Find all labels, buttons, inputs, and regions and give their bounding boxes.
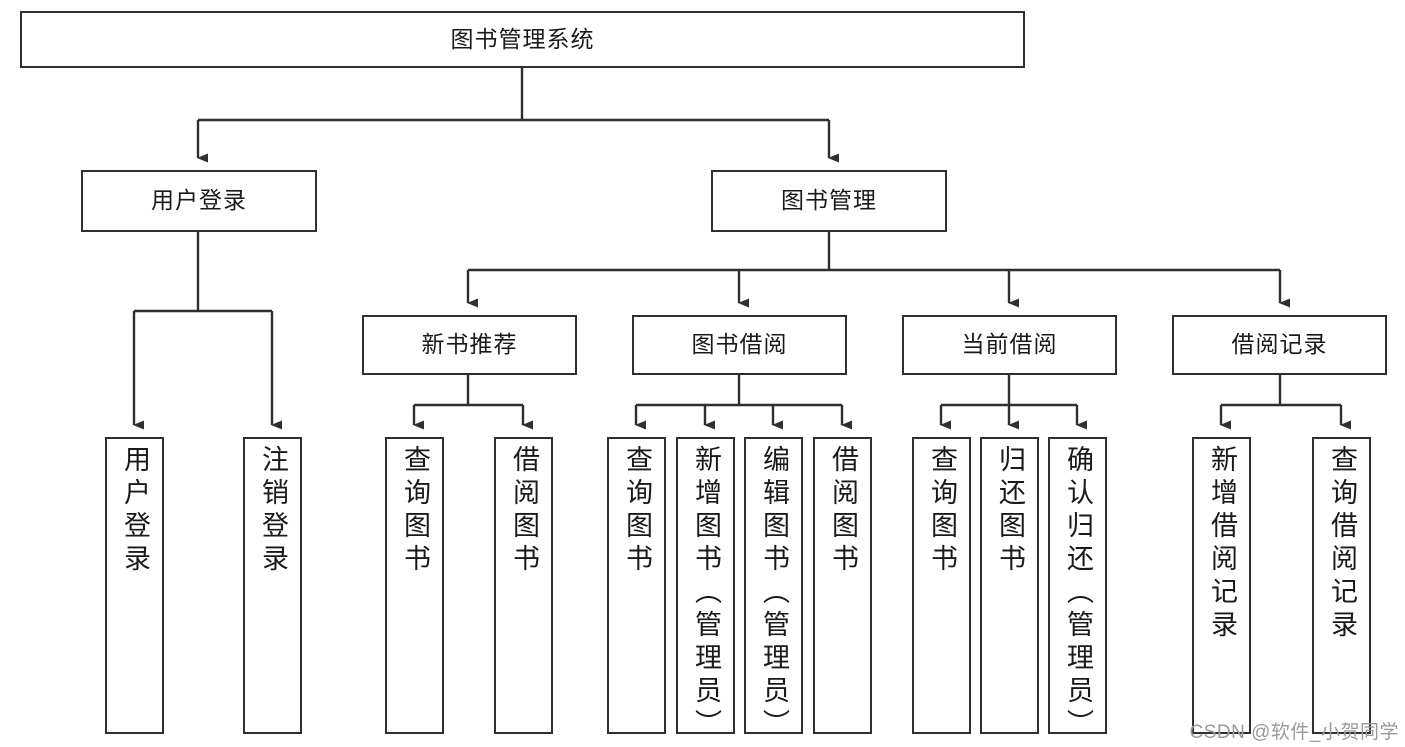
node-book-borrow[interactable]: 图书借阅 — [632, 315, 847, 375]
node-label: 查询图书 — [400, 445, 430, 577]
node-label: 图书管理 — [781, 187, 877, 214]
node-label: 借阅图书 — [828, 445, 858, 577]
node-label: 查询图书 — [622, 445, 652, 577]
node-label: 用户登录 — [120, 445, 150, 577]
node-label: 编辑图书（管理员） — [759, 445, 789, 742]
node-label: 借阅图书 — [509, 445, 539, 577]
node-root-book-management-system[interactable]: 图书管理系统 — [20, 11, 1025, 68]
leaf-current-borrow-confirm-return-admin[interactable]: 确认归还（管理员） — [1048, 437, 1107, 742]
node-label: 查询借阅记录 — [1327, 445, 1357, 643]
node-label: 新增图书（管理员） — [691, 445, 721, 742]
node-label: 注销登录 — [258, 445, 288, 577]
leaf-book-borrow-add-book-admin[interactable]: 新增图书（管理员） — [676, 437, 735, 742]
leaf-new-book-query-book[interactable]: 查询图书 — [385, 437, 444, 734]
node-book-management[interactable]: 图书管理 — [711, 170, 947, 232]
node-label: 确认归还（管理员） — [1063, 445, 1093, 742]
node-label: 新增借阅记录 — [1207, 445, 1237, 643]
node-borrow-record[interactable]: 借阅记录 — [1172, 315, 1387, 375]
leaf-user-login-login[interactable]: 用户登录 — [105, 437, 164, 734]
node-new-book-recommend[interactable]: 新书推荐 — [362, 315, 577, 375]
node-label: 新书推荐 — [421, 331, 518, 358]
node-label: 借阅记录 — [1231, 331, 1328, 358]
leaf-current-borrow-return-book[interactable]: 归还图书 — [980, 437, 1039, 734]
leaf-book-borrow-query-book[interactable]: 查询图书 — [607, 437, 666, 734]
node-label: 归还图书 — [995, 445, 1025, 577]
node-label: 图书管理系统 — [450, 25, 595, 52]
leaf-new-book-borrow-book[interactable]: 借阅图书 — [494, 437, 553, 734]
node-current-borrow[interactable]: 当前借阅 — [902, 315, 1117, 375]
node-user-login[interactable]: 用户登录 — [81, 170, 317, 232]
leaf-borrow-record-add-record[interactable]: 新增借阅记录 — [1192, 437, 1251, 734]
leaf-book-borrow-edit-book-admin[interactable]: 编辑图书（管理员） — [744, 437, 803, 742]
leaf-current-borrow-query-book[interactable]: 查询图书 — [912, 437, 971, 734]
leaf-user-login-logout[interactable]: 注销登录 — [243, 437, 302, 734]
node-label: 当前借阅 — [961, 331, 1058, 358]
node-label: 用户登录 — [151, 187, 247, 214]
leaf-book-borrow-borrow-book[interactable]: 借阅图书 — [813, 437, 872, 734]
leaf-borrow-record-query-record[interactable]: 查询借阅记录 — [1312, 437, 1371, 734]
node-label: 查询图书 — [927, 445, 957, 577]
node-label: 图书借阅 — [691, 331, 788, 358]
